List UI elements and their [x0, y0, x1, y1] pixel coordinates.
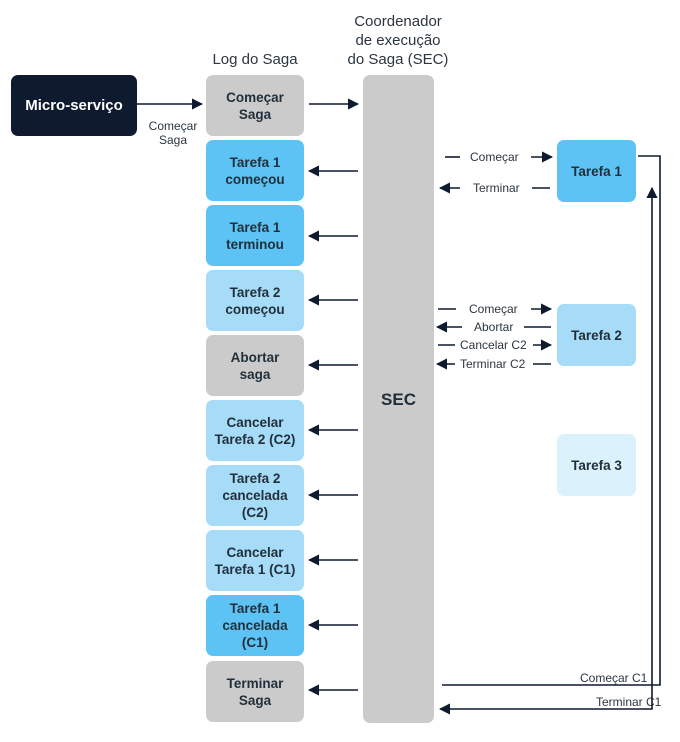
- microservice-arrow-label: Começar Saga: [140, 119, 206, 147]
- log-entry-line1: Tarefa 1: [229, 154, 281, 170]
- log-entry-line2: começou: [225, 301, 285, 317]
- log-entry-line1: Cancelar: [226, 414, 284, 430]
- log-entry-line3: (C1): [241, 635, 269, 650]
- microservice-arrow-label-line2: Saga: [158, 133, 188, 147]
- log-entry-line2: começou: [225, 171, 285, 187]
- log-entry-line1: Tarefa 2: [229, 284, 281, 300]
- task-1-label: Tarefa 1: [571, 163, 622, 179]
- log-entry-line2: terminou: [226, 236, 284, 252]
- log-entry-line1: Terminar: [226, 675, 284, 691]
- log-entry-line2: cancelada: [222, 618, 288, 633]
- log-entry-line1: Tarefa 1: [229, 601, 281, 616]
- log-entry-line2: Tarefa 1 (C1): [214, 561, 296, 577]
- log-entry-line1: Abortar: [230, 349, 280, 365]
- sec-title-line2: de execução: [355, 32, 441, 49]
- log-title: Log do Saga: [212, 51, 298, 68]
- sec-box-label: SEC: [381, 389, 416, 409]
- sec-title-line1: Coordenador: [354, 13, 442, 30]
- arrow-c1-finish: [438, 186, 658, 715]
- log-entry: Tarefa 1 cancelada (C1): [206, 595, 304, 656]
- msg-t1-start: Começar: [470, 150, 519, 164]
- log-entry-line2: Saga: [238, 692, 272, 708]
- microservice-box: Micro-serviço: [11, 75, 137, 136]
- log-entry-line2: Saga: [238, 106, 272, 122]
- sec-title: Coordenador de execução do Saga (SEC): [332, 12, 464, 69]
- log-entry-line2: cancelada: [222, 488, 288, 503]
- log-entry-line2: saga: [239, 366, 271, 382]
- sec-box: SEC: [363, 75, 434, 723]
- log-entry-line1: Tarefa 2: [229, 471, 281, 486]
- microservice-arrow-label-line1: Começar: [148, 119, 198, 133]
- log-entry-line2: Tarefa 2 (C2): [214, 431, 296, 447]
- log-entry-line3: (C2): [241, 505, 269, 520]
- microservice-label: Micro-serviço: [25, 97, 123, 114]
- log-entry: Tarefa 2 cancelada (C2): [206, 465, 304, 526]
- log-entry-line1: Cancelar: [226, 544, 284, 560]
- log-entry-line1: Começar: [226, 89, 284, 105]
- sec-title-line3: do Saga (SEC): [347, 51, 449, 68]
- log-entry-line1: Tarefa 1: [229, 219, 281, 235]
- arrow-c1-start: [442, 155, 661, 686]
